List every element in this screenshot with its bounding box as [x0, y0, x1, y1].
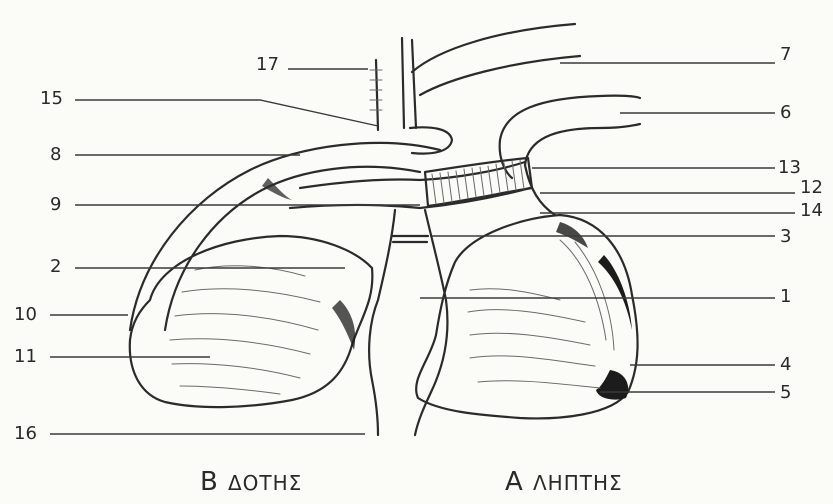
caption-donor-letter: B [200, 467, 219, 497]
pulmonary-connector-top [300, 162, 525, 188]
label-9: 9 [50, 194, 61, 215]
caption-recipient: A ΛΗΠΤΗΣ [505, 467, 623, 497]
caption-donor: B ΔΟΤΗΣ [200, 467, 302, 497]
label-14: 14 [800, 200, 823, 221]
label-4: 4 [780, 354, 791, 375]
donor-heart-dark-top [262, 178, 292, 200]
label-13: 13 [778, 157, 801, 178]
label-10: 10 [14, 304, 37, 325]
label-8: 8 [50, 144, 61, 165]
recipient-heart-shading [468, 240, 614, 388]
label-12: 12 [800, 177, 823, 198]
recipient-heart-dark-apex [556, 222, 588, 248]
label-3: 3 [780, 226, 791, 247]
superior-vena-cava-17 [376, 38, 416, 130]
label-11: 11 [14, 346, 37, 367]
anatomical-drawing [130, 24, 640, 435]
recipient-heart-dark-base [596, 370, 628, 400]
label-7: 7 [780, 44, 791, 65]
label-17: 17 [256, 54, 279, 75]
caption-recipient-letter: A [505, 467, 524, 497]
connecting-tube-15 [410, 127, 452, 153]
label-1: 1 [780, 286, 791, 307]
suture-line-3 [392, 236, 428, 242]
label-16: 16 [14, 423, 37, 444]
label-6: 6 [780, 102, 791, 123]
caption-recipient-word: ΛΗΠΤΗΣ [533, 471, 623, 495]
central-structure-left [369, 210, 395, 435]
label-2: 2 [50, 256, 61, 277]
label-5: 5 [780, 382, 791, 403]
recipient-vessel-6-trunk [500, 140, 555, 215]
donor-heart-shading [170, 266, 320, 394]
donor-heart-dark-edge [332, 300, 355, 350]
recipient-aortic-arch [412, 24, 580, 95]
label-15: 15 [40, 88, 63, 109]
recipient-vessel-6 [500, 96, 640, 165]
caption-donor-word: ΔΟΤΗΣ [228, 471, 302, 495]
central-structure-right [415, 210, 447, 435]
